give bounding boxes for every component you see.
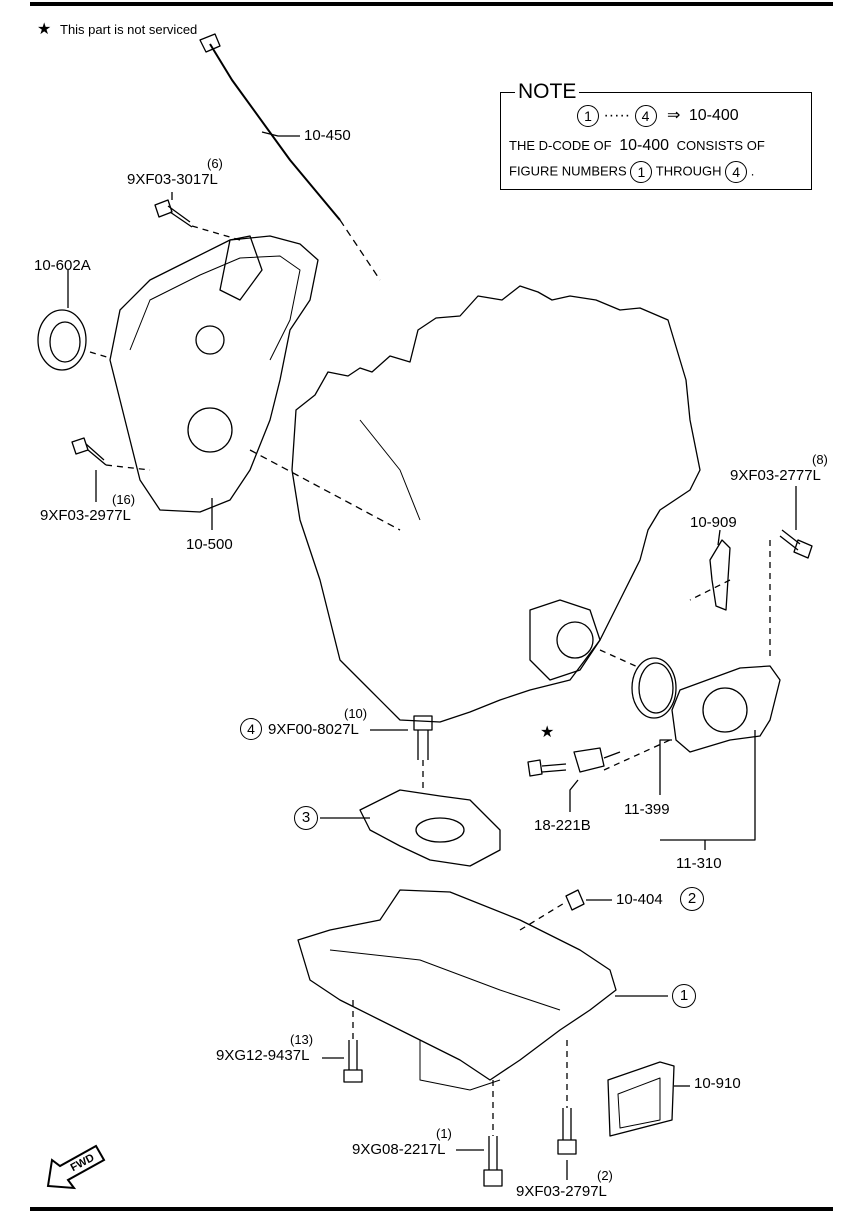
qty-bolt-pan-bottom: (1) bbox=[436, 1126, 452, 1141]
bolt-rear bbox=[779, 529, 813, 559]
label-bolt-pan-left: 9XG12-9437L bbox=[216, 1047, 310, 1064]
label-baffle-bolt: 9XF00-8027L bbox=[268, 721, 359, 738]
label-bolt-front-bottom: 9XF03-2977L bbox=[40, 507, 131, 524]
qty-bolt-rear: (8) bbox=[812, 452, 828, 467]
rear-bracket bbox=[709, 539, 731, 611]
qty-bolt-front-top: (6) bbox=[207, 156, 223, 171]
sensor-bolt bbox=[527, 759, 567, 777]
note-fig-end: 4 bbox=[634, 105, 657, 127]
sensor-bolt-star-icon: ★ bbox=[540, 724, 555, 741]
label-bolt-pan-bottom: 9XG08-2217L bbox=[352, 1141, 446, 1158]
fwd-arrow-icon bbox=[46, 1144, 106, 1190]
label-rear-housing: 11-310 bbox=[676, 855, 722, 872]
label-bolt-front-top: 9XF03-3017L bbox=[127, 171, 218, 188]
label-front-oil-seal: 10-602A bbox=[34, 257, 91, 274]
note-arrow: ⇒ bbox=[667, 107, 681, 125]
note-line3-a: FIGURE NUMBERS bbox=[509, 163, 627, 179]
note-line3-c: THROUGH bbox=[655, 163, 722, 179]
front-cover bbox=[109, 235, 319, 513]
bolt-front-top bbox=[154, 199, 193, 228]
fig-drain-plug: 2 bbox=[680, 887, 704, 911]
qty-bolt-pan-left: (13) bbox=[290, 1032, 314, 1047]
label-pan-bracket: 10-910 bbox=[694, 1075, 741, 1092]
bottom-border bbox=[30, 1207, 833, 1211]
label-sensor: 18-221B bbox=[534, 817, 591, 834]
note-line2-b: 10-400 bbox=[619, 137, 670, 154]
crank-hub bbox=[556, 621, 594, 659]
crank-flange bbox=[529, 599, 601, 681]
qty-bolt-pan-right: (2) bbox=[597, 1168, 613, 1183]
note-line2-a: THE D-CODE OF bbox=[509, 138, 612, 153]
label-rear-seal: 11-399 bbox=[624, 801, 670, 818]
oil-pan bbox=[297, 889, 617, 1081]
note-fig-start: 1 bbox=[577, 105, 599, 127]
note-line3-fig-4: 4 bbox=[725, 161, 748, 183]
front-oil-seal bbox=[37, 309, 87, 371]
bolt-pan-right bbox=[557, 1108, 577, 1155]
note-title: NOTE bbox=[515, 81, 580, 103]
note-line3-fig-1: 1 bbox=[630, 161, 653, 183]
label-rear-bracket: 10-909 bbox=[690, 514, 737, 531]
label-bolt-pan-right: 9XF03-2797L bbox=[516, 1183, 607, 1200]
note-target: 10-400 bbox=[688, 107, 739, 125]
bolt-front-bottom bbox=[71, 437, 107, 466]
qty-baffle-bolt: (10) bbox=[344, 706, 368, 721]
label-dipstick: 10-450 bbox=[304, 127, 351, 144]
bolt-pan-left bbox=[343, 1040, 363, 1083]
baffle-bolt bbox=[413, 715, 433, 760]
star-icon: ★ bbox=[37, 21, 52, 38]
note-line3-e: . bbox=[750, 163, 755, 179]
top-border bbox=[30, 2, 833, 6]
note-line-1: 1 ····· 4 ⇒ 10-400 bbox=[577, 105, 739, 127]
bolt-pan-bottom bbox=[483, 1136, 503, 1187]
drain-plug bbox=[565, 889, 585, 911]
fig-oil-pan: 1 bbox=[672, 984, 696, 1008]
not-serviced-note: This part is not serviced bbox=[60, 22, 198, 37]
pump-housing bbox=[219, 235, 263, 301]
pan-bracket bbox=[607, 1061, 675, 1137]
note-line2-c: CONSISTS OF bbox=[676, 138, 765, 153]
note-box: NOTE 1 ····· 4 ⇒ 10-400 THE D-CODE OF 10… bbox=[500, 81, 812, 190]
label-drain-plug: 10-404 bbox=[616, 891, 663, 908]
qty-bolt-front-bottom: (16) bbox=[112, 492, 136, 507]
fig-baffle-plate: 3 bbox=[294, 806, 318, 830]
dipstick bbox=[209, 43, 341, 221]
note-line-2: THE D-CODE OF 10-400 CONSISTS OF bbox=[509, 137, 765, 155]
label-bolt-rear: 9XF03-2777L bbox=[730, 467, 821, 484]
fig-baffle-bolt: 4 bbox=[240, 718, 262, 740]
sensor bbox=[573, 747, 621, 773]
note-dots: ····· bbox=[603, 107, 631, 125]
rear-housing bbox=[671, 665, 781, 753]
rear-oil-seal bbox=[631, 657, 677, 719]
baffle-plate bbox=[359, 789, 501, 867]
note-line-3: FIGURE NUMBERS 1 THROUGH 4 . bbox=[509, 161, 754, 183]
label-front-cover: 10-500 bbox=[186, 536, 233, 553]
engine-block-outline bbox=[291, 285, 701, 723]
